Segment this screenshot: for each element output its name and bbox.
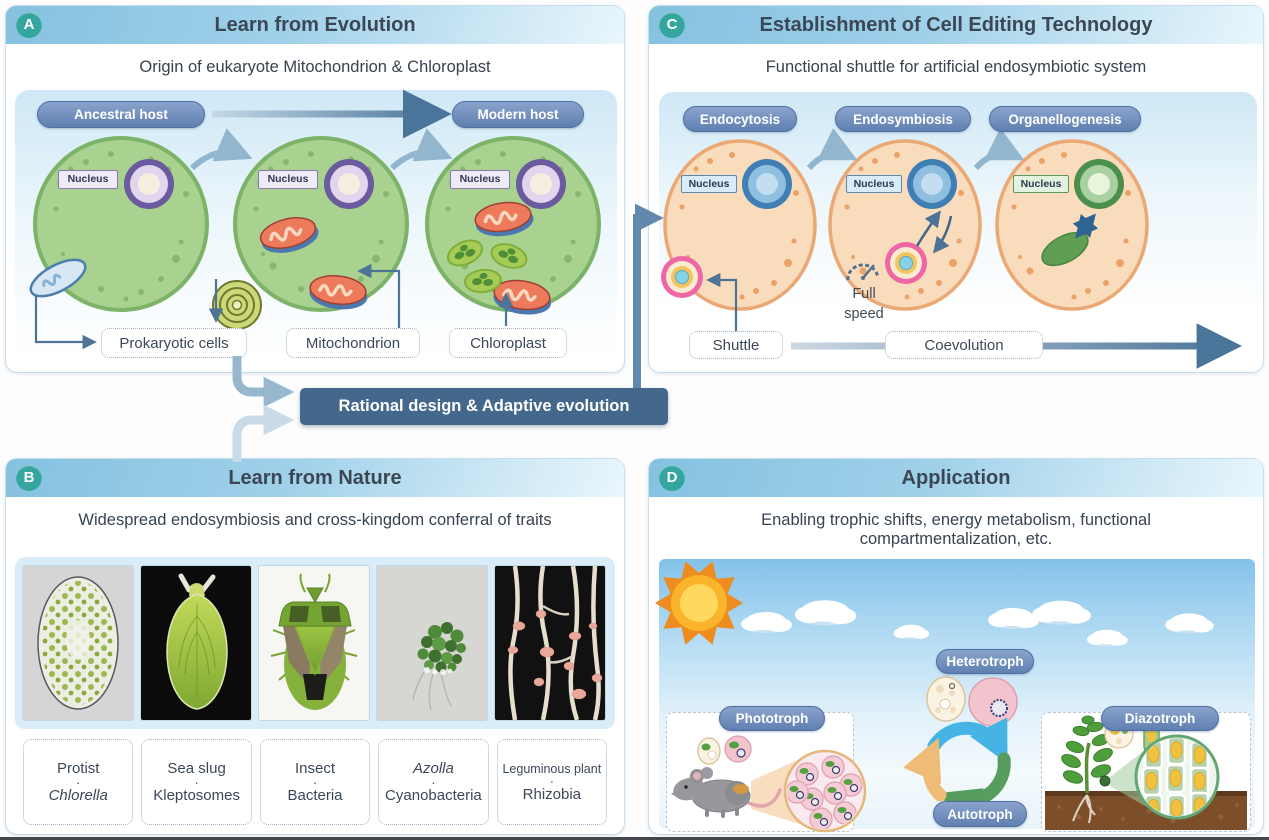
panel-a-subtitle: Origin of eukaryote Mitochondrion & Chlo… — [139, 58, 491, 76]
nucleus-tag: Nucleus — [450, 170, 510, 189]
azolla-photo — [377, 566, 487, 720]
protist-micrograph — [23, 566, 133, 720]
rational-design-banner: Rational design & Adaptive evolution — [300, 388, 668, 425]
card-host: Protist — [56, 760, 100, 777]
panel-b-subtitle: Widespread endosymbiosis and cross-kingd… — [78, 511, 552, 529]
panel-d-title: Application — [901, 467, 1011, 489]
screenshot-bottom-edge — [0, 837, 1269, 840]
mitochondrion-label: Mitochondrion — [286, 328, 420, 358]
card-host: Sea slug — [167, 760, 226, 777]
card-symbiont: Bacteria — [287, 787, 343, 804]
example-caption-cards: Protist · Chlorella Sea slug · Kleptosom… — [15, 739, 615, 825]
card-host: Azolla — [412, 760, 454, 777]
panel-d-subtitle: Enabling trophic shifts, energy metaboli… — [761, 511, 1151, 548]
card-azolla-cyanobacteria: Azolla · Cyanobacteria — [378, 739, 489, 825]
panel-b-badge: B — [16, 465, 42, 491]
card-separator: · — [549, 772, 555, 789]
panel-learn-from-nature: B Learn from Nature Widespread endosymbi… — [5, 458, 625, 835]
panel-c-badge: C — [659, 12, 685, 38]
nucleus-tag: Nucleus — [681, 175, 737, 193]
panel-d-badge: D — [659, 465, 685, 491]
card-separator: · — [431, 774, 436, 790]
panel-d-header — [649, 459, 1263, 497]
shield-bug-photo — [259, 566, 369, 720]
card-symbiont: Chlorella — [48, 787, 108, 804]
coevolution-label: Coevolution — [885, 331, 1043, 359]
card-host: Insect — [295, 760, 336, 777]
card-insect-bacteria: Insect · Bacteria — [259, 739, 371, 825]
panel-a-title: Learn from Evolution — [214, 14, 416, 36]
panel-b-header — [6, 459, 624, 497]
card-symbiont: Rhizobia — [522, 785, 582, 803]
chloroplast-label: Chloroplast — [449, 328, 567, 358]
autotroph-pill: Autotroph — [933, 801, 1027, 827]
card-protist-chlorella: Protist · Chlorella — [23, 739, 134, 825]
panel-learn-from-evolution: A Learn from Evolution Origin of eukaryo… — [5, 5, 625, 373]
nucleus-tag: Nucleus — [1013, 175, 1069, 193]
panel-application: D Application Enabling trophic shifts, e… — [648, 458, 1264, 835]
phototroph-pill: Phototroph — [719, 706, 825, 731]
organellogenesis-pill: Organellogenesis — [989, 106, 1141, 132]
nucleus-tag: Nucleus — [258, 170, 318, 189]
panel-b-title: Learn from Nature — [228, 467, 402, 489]
prokaryotic-cells-label: Prokaryotic cells — [101, 328, 247, 358]
card-separator: · — [194, 774, 199, 790]
panel-c-title: Establishment of Cell Editing Technology — [759, 14, 1153, 36]
card-separator: · — [75, 774, 81, 790]
endosymbiosis-pill: Endosymbiosis — [835, 106, 971, 132]
card-symbiont: Kleptosomes — [153, 787, 240, 804]
card-symbiont: Cyanobacteria — [385, 787, 482, 804]
panel-c-header — [649, 6, 1263, 44]
diazotroph-pill: Diazotroph — [1101, 706, 1219, 731]
card-legume-rhizobia: Leguminous plant · Rhizobia — [496, 739, 608, 825]
panel-cell-editing-technology: C Establishment of Cell Editing Technolo… — [648, 5, 1264, 373]
modern-host-pill: Modern host — [452, 101, 584, 128]
full-speed-caption: Full speed — [844, 286, 884, 322]
heterotroph-pill: Heterotroph — [936, 649, 1034, 674]
shuttle-label: Shuttle — [689, 331, 783, 359]
sea-slug-photo — [141, 566, 251, 720]
example-photos-strip — [15, 557, 615, 729]
endocytosis-pill: Endocytosis — [683, 106, 797, 132]
root-nodules-photo — [495, 566, 605, 720]
card-separator: · — [312, 774, 318, 790]
card-seaslug-kleptosomes: Sea slug · Kleptosomes — [141, 739, 252, 825]
panel-a-badge: A — [16, 12, 42, 38]
nucleus-tag: Nucleus — [58, 170, 118, 189]
ancestral-host-pill: Ancestral host — [37, 101, 205, 128]
panel-c-subtitle: Functional shuttle for artificial endosy… — [765, 58, 1147, 76]
panel-a-header — [6, 6, 624, 44]
card-host: Leguminous plant — [502, 761, 602, 776]
nucleus-tag: Nucleus — [846, 175, 902, 193]
